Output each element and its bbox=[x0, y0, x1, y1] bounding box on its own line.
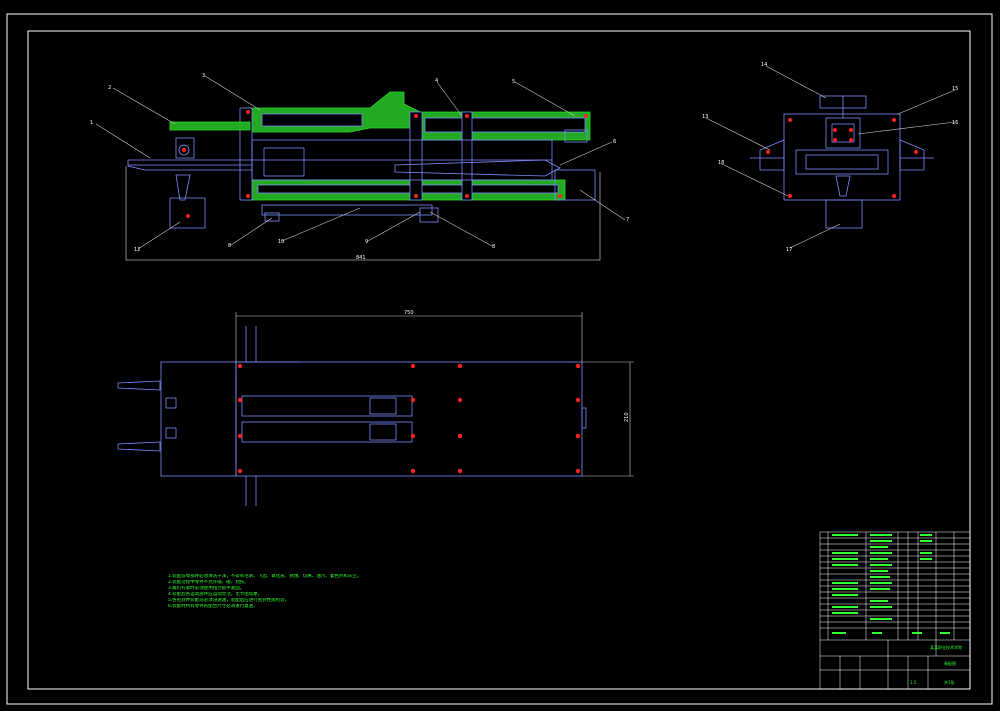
title-sheet: 共1张 bbox=[944, 680, 955, 685]
callout-8b: 8 bbox=[228, 243, 231, 249]
plan-view bbox=[117, 326, 587, 506]
claw bbox=[169, 197, 206, 229]
callout-4: 4 bbox=[435, 78, 438, 84]
note-2: 2.装配过程中零件不允许磕、碰、划伤。 bbox=[168, 580, 249, 585]
bolts-side bbox=[766, 118, 918, 198]
callout-1: 1 bbox=[90, 120, 93, 126]
note-6: 6.装配时所有零件的配合尺寸必须进行复查。 bbox=[168, 604, 258, 609]
plan-dimensions bbox=[235, 312, 634, 477]
callout-6: 6 bbox=[613, 139, 616, 145]
note-4: 4.装配后各运动部件应运动灵活，无卡阻现象。 bbox=[168, 592, 263, 597]
callout-7: 7 bbox=[626, 217, 629, 223]
callout-17: 17 bbox=[786, 247, 792, 253]
end-block-right bbox=[554, 169, 596, 201]
bolts-elevation bbox=[182, 110, 588, 218]
housing-inner bbox=[261, 113, 363, 127]
fork-tine-top bbox=[117, 380, 161, 391]
note-3: 3.螺钉拧紧时必须使用扭力扳手紧固。 bbox=[168, 586, 245, 591]
plan-fork-frame bbox=[160, 361, 237, 477]
callout-16: 16 bbox=[952, 120, 958, 126]
callout-10: 10 bbox=[278, 239, 284, 245]
callout-labels-main: 1 2 3 4 5 6 7 8 9 10 8 12 bbox=[90, 73, 629, 253]
bracket bbox=[169, 121, 251, 131]
housing-inner2 bbox=[424, 117, 586, 133]
dim-750: 750 bbox=[404, 310, 414, 316]
callout-9: 9 bbox=[365, 239, 368, 245]
dim-210: 210 bbox=[624, 412, 630, 422]
title-school: 某某职业技术学院 bbox=[930, 645, 962, 650]
elevation-view bbox=[125, 91, 601, 261]
technical-requirements: 1.装配前零部件必须清洗干净，不得有毛刺、飞边、氧化皮、锈蚀、切屑、油污、着色剂… bbox=[168, 574, 408, 610]
lower-rail bbox=[261, 204, 433, 216]
dim-841: 841 bbox=[356, 255, 366, 261]
leaders-elevation bbox=[95, 75, 626, 250]
rod-tip bbox=[394, 159, 561, 177]
callout-14: 14 bbox=[761, 62, 767, 68]
callout-12: 12 bbox=[134, 247, 140, 253]
plan-body bbox=[235, 361, 583, 477]
housing-bottom-inner bbox=[257, 184, 559, 194]
side-view bbox=[750, 95, 934, 229]
callout-15: 15 bbox=[952, 86, 958, 92]
callout-18: 18 bbox=[718, 160, 724, 166]
callout-labels-side: 14 15 16 13 18 17 bbox=[702, 62, 958, 253]
callout-2: 2 bbox=[108, 85, 111, 91]
leaders-side bbox=[705, 65, 956, 249]
outer-frame bbox=[6, 13, 993, 705]
title-block bbox=[819, 531, 971, 690]
title-drawing-name: 装配图 bbox=[944, 661, 956, 666]
fork-tine-bottom bbox=[117, 441, 161, 452]
parts-list-marks bbox=[832, 534, 950, 634]
bolts-plan bbox=[237, 363, 581, 474]
flange-mid2 bbox=[409, 111, 423, 201]
piston bbox=[263, 147, 305, 177]
callout-8a: 8 bbox=[492, 244, 495, 250]
title-scale: 1:5 bbox=[910, 680, 917, 685]
inner-frame bbox=[27, 30, 971, 690]
note-5: 5.各密封件装配前必须浸透油，装配后应进行密封性能检验。 bbox=[168, 598, 290, 603]
callout-13: 13 bbox=[702, 114, 708, 120]
callout-3: 3 bbox=[202, 73, 205, 79]
side-frame bbox=[783, 113, 901, 201]
flange-mid bbox=[461, 111, 473, 201]
callout-5: 5 bbox=[512, 79, 515, 85]
base-outline bbox=[125, 166, 601, 261]
note-1: 1.装配前零部件必须清洗干净，不得有毛刺、飞边、氧化皮、锈蚀、切屑、油污、着色剂… bbox=[168, 574, 362, 579]
